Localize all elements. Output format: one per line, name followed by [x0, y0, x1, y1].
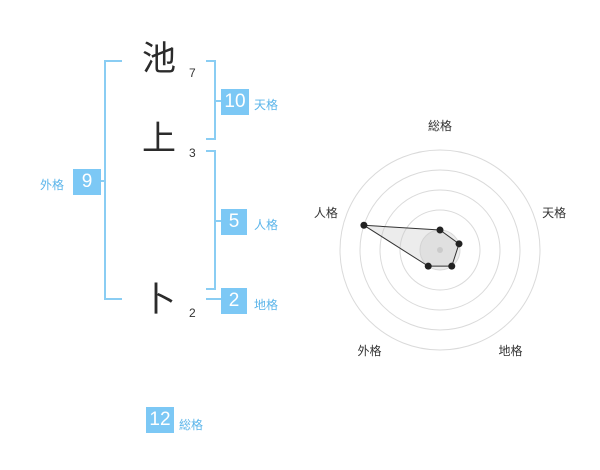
radar-axis-label-3: 外格: [357, 343, 381, 358]
gaikaku-label: 外格: [40, 178, 65, 192]
gaikaku-bracket-tick: [98, 180, 106, 182]
radar-center-dot: [437, 247, 443, 253]
tenkaku-bracket-tick: [214, 100, 222, 102]
chikaku-label: 地格: [254, 298, 279, 312]
soukaku-label: 総格: [179, 418, 204, 432]
name-char-3-strokes: 2: [189, 306, 196, 320]
radar-axis-label-4: 人格: [314, 205, 338, 220]
radar-point-3: [424, 262, 432, 270]
chikaku-value: 2: [221, 288, 247, 314]
tenkaku-value: 10: [221, 89, 249, 115]
jinkaku-value: 5: [221, 209, 247, 235]
radar-point-4: [360, 221, 368, 229]
chikaku-bracket-tick: [206, 298, 222, 300]
radar-series-polygon: [363, 224, 460, 267]
name-char-1-strokes: 7: [189, 66, 196, 80]
soukaku-value: 12: [146, 407, 174, 433]
radar-point-2: [448, 262, 456, 270]
jinkaku-bracket-tick: [214, 220, 222, 222]
radar-axis-label-0: 総格: [428, 118, 452, 133]
name-char-2-strokes: 3: [189, 146, 196, 160]
name-char-3: 卜: [142, 280, 176, 320]
name-char-2: 上: [142, 119, 176, 159]
tenkaku-label: 天格: [254, 98, 279, 112]
name-char-1: 池: [142, 39, 176, 79]
radar-axis-label-1: 天格: [542, 205, 566, 220]
jinkaku-label: 人格: [254, 218, 279, 232]
gaikaku-value: 9: [73, 169, 101, 195]
radar-axis-label-2: 地格: [499, 343, 523, 358]
radar-point-1: [455, 240, 463, 248]
radar-point-0: [436, 226, 444, 234]
